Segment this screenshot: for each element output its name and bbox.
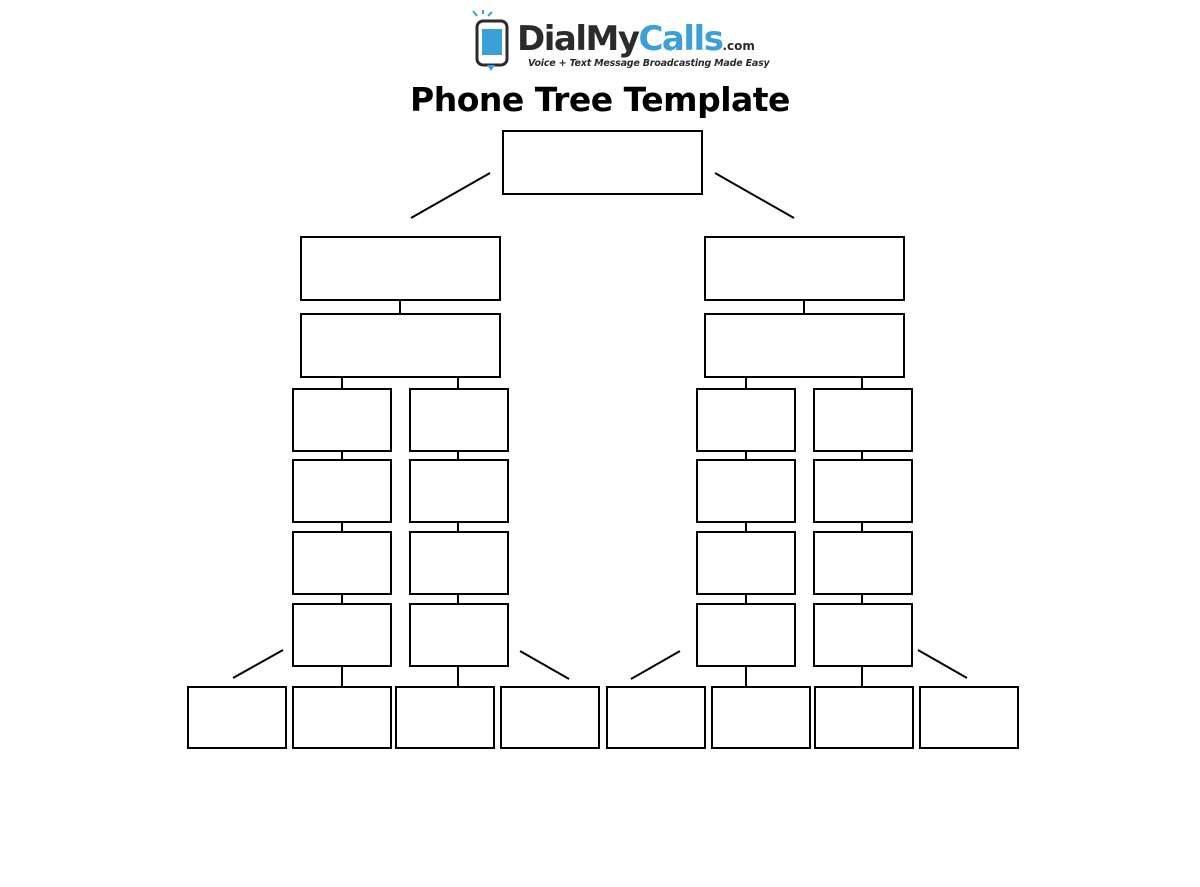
bottom-box — [814, 686, 914, 749]
dialmycalls-logo: DialMyCalls.com Voice + Text Message Bro… — [471, 10, 770, 72]
right-level1-box — [704, 236, 905, 301]
caller-box — [292, 531, 392, 595]
caller-box — [813, 388, 913, 452]
bottom-box — [500, 686, 600, 749]
phone-icon — [472, 10, 509, 71]
caller-box — [409, 531, 509, 595]
brand-text-my: My — [585, 19, 640, 59]
caller-box — [409, 603, 509, 667]
bottom-box — [919, 686, 1019, 749]
caller-box — [696, 531, 796, 595]
tree-connectors — [232, 172, 968, 687]
bottom-box — [187, 686, 287, 749]
caller-box — [409, 459, 509, 523]
bottom-box — [606, 686, 706, 749]
caller-box — [409, 388, 509, 452]
left-level1-box — [300, 236, 501, 301]
caller-box — [813, 531, 913, 595]
caller-box — [696, 388, 796, 452]
caller-box — [292, 459, 392, 523]
caller-box — [696, 603, 796, 667]
brand-text-dial: Dial — [517, 19, 587, 59]
brand-tagline: Voice + Text Message Broadcasting Made E… — [528, 58, 770, 69]
connector-bottom-diagonal — [519, 650, 570, 680]
brand-text-calls: Calls — [638, 19, 723, 59]
tree-boxes — [187, 130, 1019, 749]
connector-bottom-diagonal — [630, 650, 681, 680]
connector-bottom-diagonal — [917, 649, 968, 679]
connector-root-right — [714, 172, 795, 219]
brand-text-com: .com — [722, 39, 755, 53]
caller-box — [292, 388, 392, 452]
caller-box — [813, 603, 913, 667]
brand-wordmark: DialMyCalls.com — [517, 20, 755, 65]
bottom-box — [292, 686, 392, 749]
root-box — [502, 130, 703, 195]
caller-box — [813, 459, 913, 523]
right-level2-box — [704, 313, 905, 378]
connector-bottom-diagonal — [232, 649, 284, 679]
left-level2-box — [300, 313, 501, 378]
caller-box — [292, 603, 392, 667]
connector-root-left — [410, 172, 491, 219]
caller-box — [696, 459, 796, 523]
bottom-box — [395, 686, 495, 749]
bottom-box — [711, 686, 811, 749]
page-title: Phone Tree Template — [410, 80, 790, 119]
